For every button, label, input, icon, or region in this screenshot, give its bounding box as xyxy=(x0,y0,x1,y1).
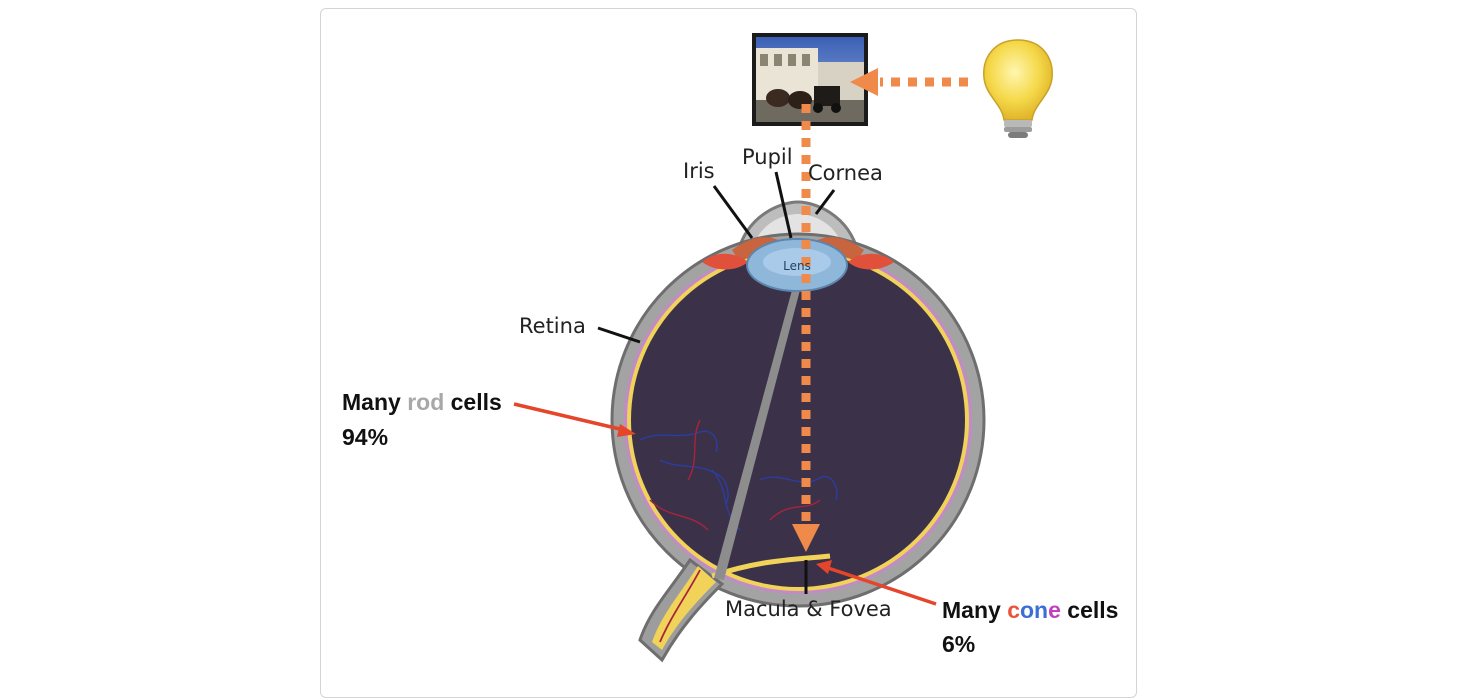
photo-icon xyxy=(752,33,868,126)
cornea-label: Cornea xyxy=(808,161,883,185)
rod-suffix: cells xyxy=(444,389,502,415)
macula-fovea-label: Macula & Fovea xyxy=(725,597,892,621)
cone-suffix: cells xyxy=(1061,597,1119,623)
rod-percent: 94% xyxy=(342,424,388,450)
rod-cells-label: Many rod cells xyxy=(342,389,502,415)
rod-word: rod xyxy=(407,389,444,415)
leader-lines xyxy=(597,171,836,594)
iris-label: Iris xyxy=(683,159,715,183)
lens-label: Lens xyxy=(783,259,811,273)
light-bulb-icon xyxy=(983,39,1053,138)
cone-cells-label: Many cone cells xyxy=(942,597,1118,623)
cone-letter: e xyxy=(1048,597,1061,623)
rod-prefix: Many xyxy=(342,389,407,415)
cone-prefix: Many xyxy=(942,597,1007,623)
light-path xyxy=(792,68,968,552)
cone-letter: n xyxy=(1034,597,1048,623)
cone-percent: 6% xyxy=(942,631,975,657)
eyeball xyxy=(610,200,986,663)
eye-diagram: Iris Pupil Cornea Lens Retina Macula & F… xyxy=(342,33,1118,663)
cone-word: cone xyxy=(1007,597,1061,623)
cone-letter: o xyxy=(1020,597,1034,623)
rod-pointer xyxy=(513,402,636,437)
retina-label: Retina xyxy=(519,314,586,338)
pupil-label: Pupil xyxy=(742,145,793,169)
cone-pointer xyxy=(816,560,937,606)
cone-letter: c xyxy=(1007,597,1020,623)
